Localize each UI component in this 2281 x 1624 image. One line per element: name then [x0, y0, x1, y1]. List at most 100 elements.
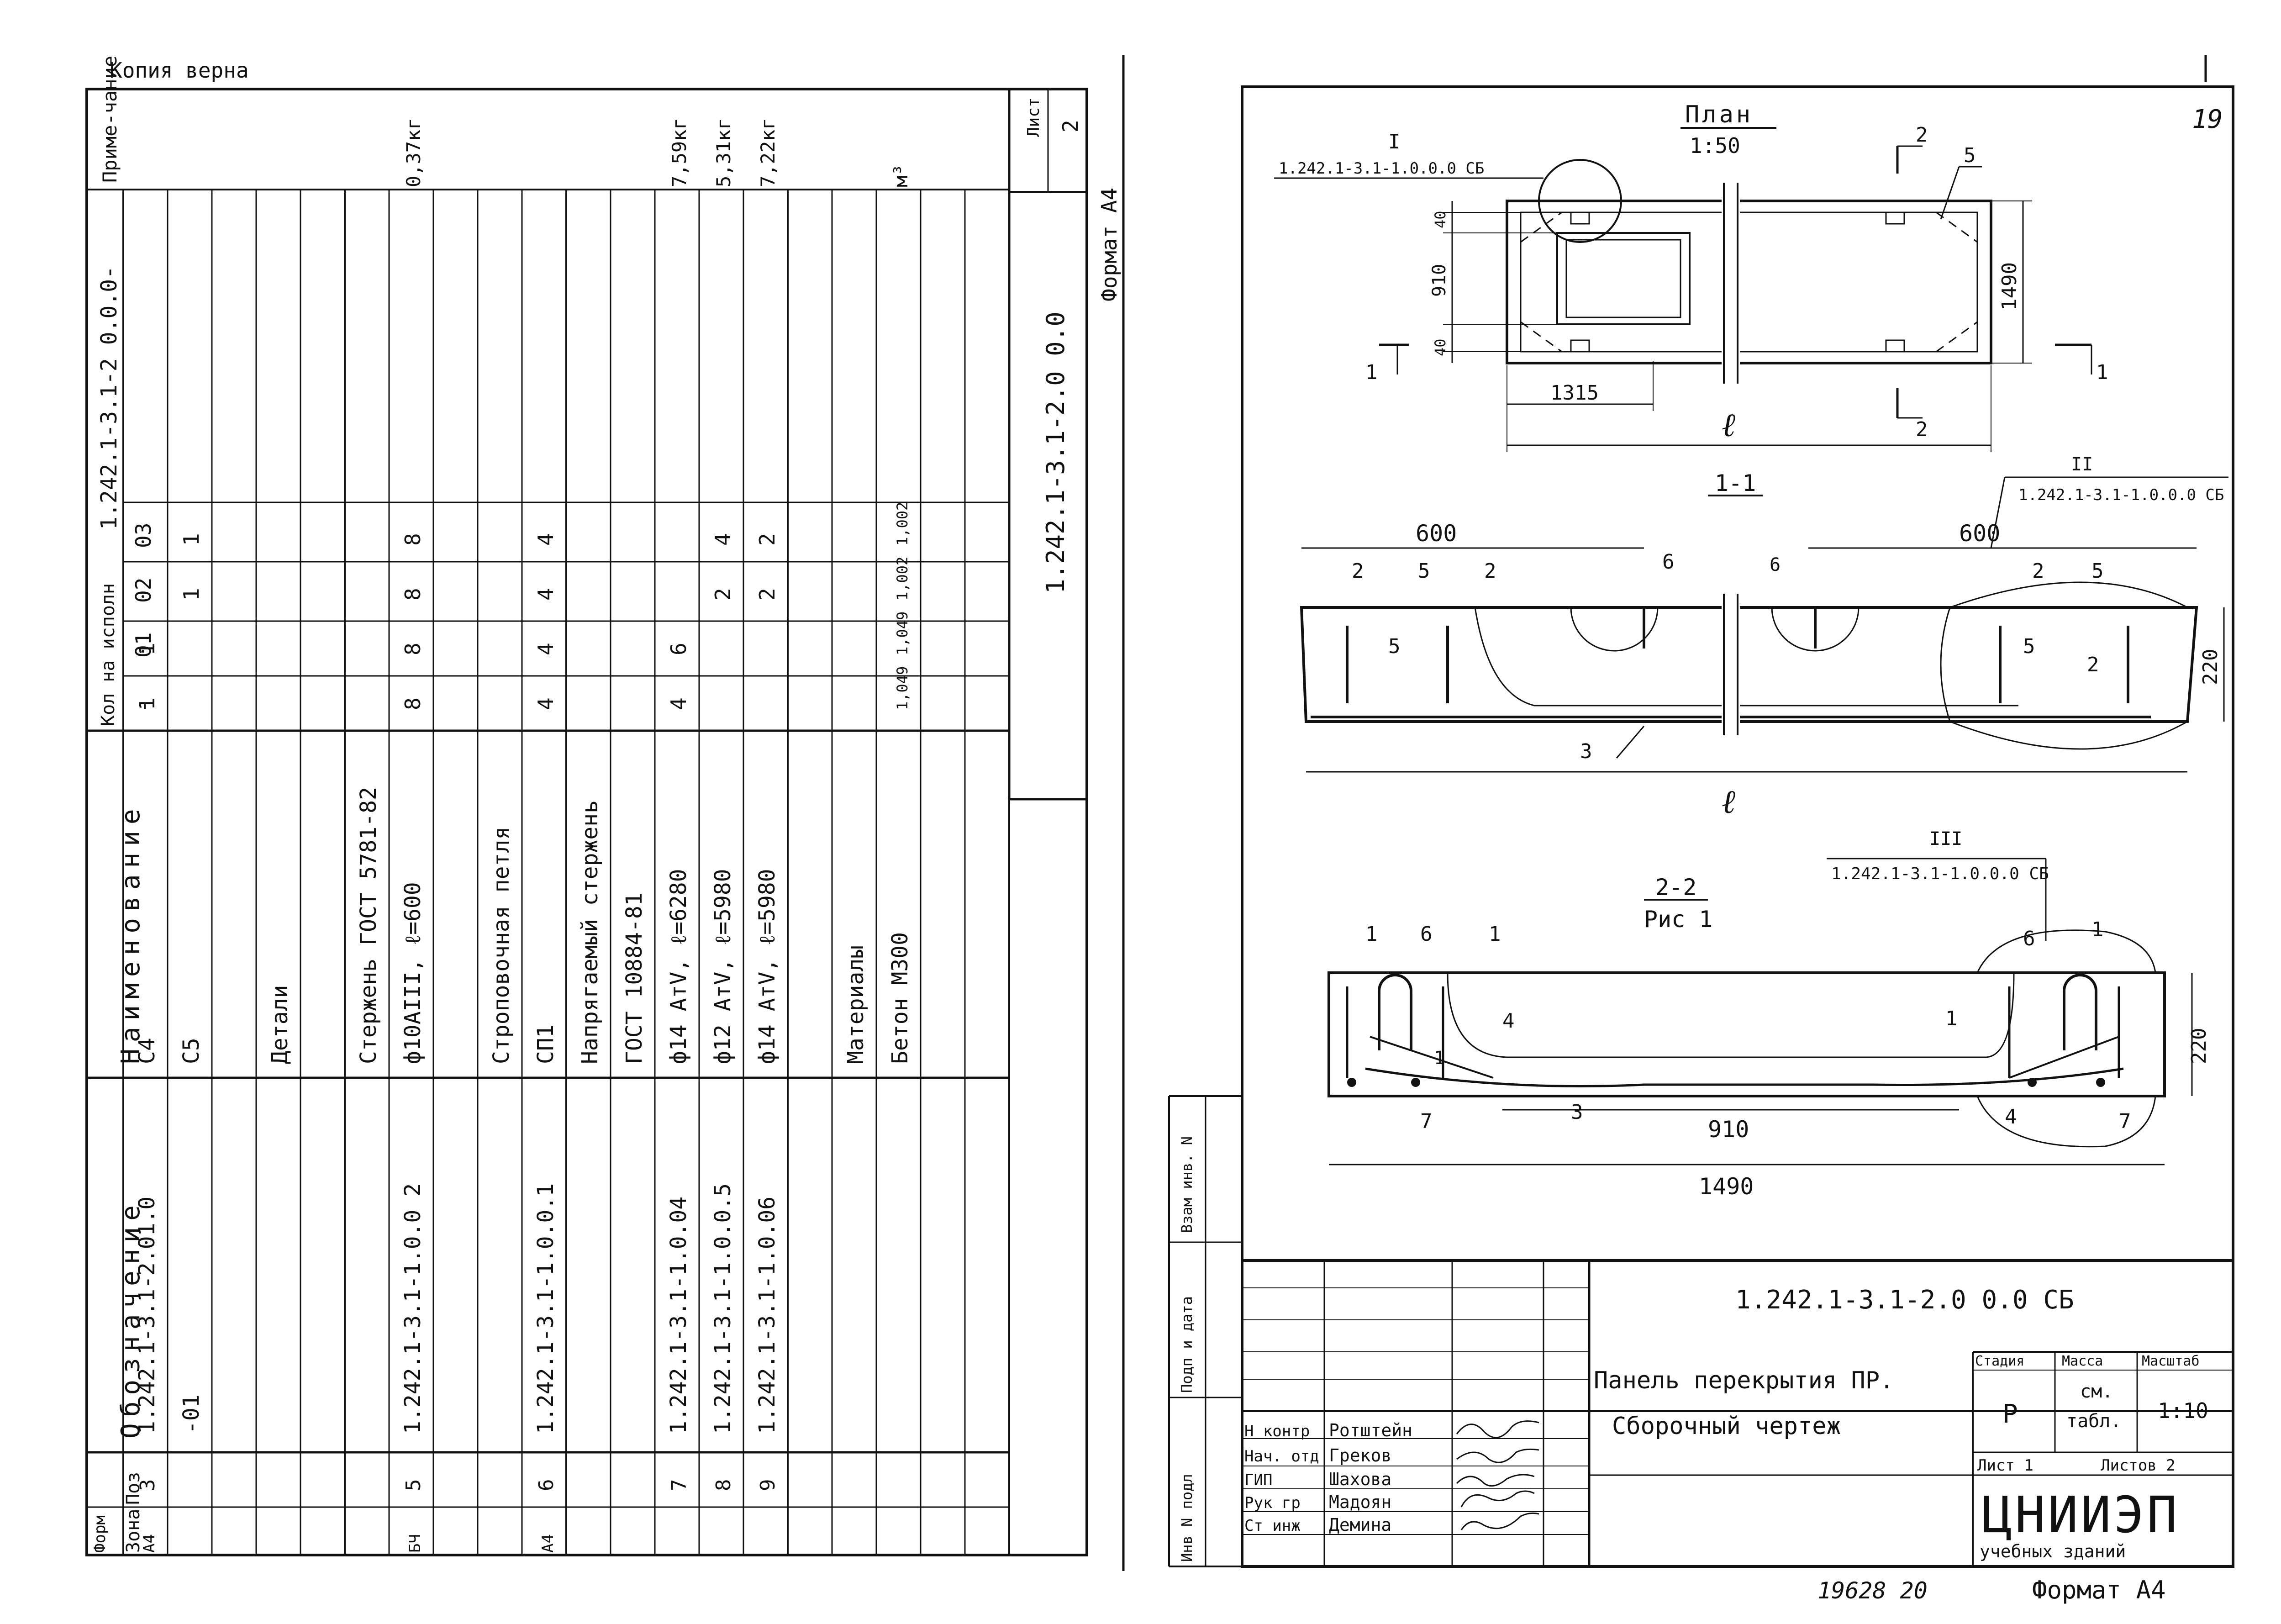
- row-pos: 8: [712, 1479, 735, 1492]
- plan-view: План 1:50 I 1.242.1-3.1-1.0.0.0 СБ: [1274, 101, 2108, 452]
- tb-stage-header: Стадия: [1975, 1353, 2024, 1369]
- sec22-dim-910: 910: [1708, 1116, 1749, 1143]
- header-pos: Поз: [123, 1472, 144, 1505]
- row-pos: 7: [668, 1479, 691, 1492]
- plan-outline: [1506, 200, 1992, 364]
- exec-2: 02: [131, 578, 156, 603]
- row-qty: 1,049: [894, 612, 911, 655]
- row-qty: 8: [400, 533, 425, 546]
- sec11-length: ℓ: [1722, 782, 1735, 821]
- bottom-number: 19628 20: [1817, 1577, 1928, 1604]
- sec22-pos-1d: 1: [1945, 1007, 1958, 1030]
- sec22-pos-3: 3: [1571, 1101, 1583, 1124]
- sheet-number: 2: [1058, 120, 1083, 132]
- exec-headers: - 01 02 03: [131, 523, 156, 712]
- tb-name-2: Сборочный чертеж: [1612, 1413, 1841, 1440]
- spec-row: Стержень ГОСТ 5781-82: [356, 787, 381, 1064]
- sec22-pos-1e: 1: [2091, 918, 2104, 941]
- header-zone: Зона: [123, 1509, 144, 1553]
- sec22-pos-4: 4: [1502, 1009, 1515, 1033]
- left-format: Формат А4: [1097, 188, 1122, 301]
- spec-table-frame: [85, 88, 1088, 1556]
- plan-ref-i: 1.242.1-3.1-1.0.0.0 СБ: [1279, 159, 1484, 178]
- side-label-1: Подп и дата: [1178, 1296, 1196, 1393]
- tb-org-2: учебных зданий: [1980, 1541, 2126, 1561]
- tb-role-3: Рук гр: [1244, 1494, 1301, 1512]
- row-form: БЧ: [406, 1534, 424, 1553]
- exec-1: 01: [131, 633, 156, 658]
- row-note: м³: [890, 164, 912, 187]
- sec11-title: 1-1: [1715, 470, 1756, 496]
- table-designation: 1.242.1-3.1-2 0.0.0-: [96, 266, 122, 530]
- row-designation: 1.242.1-3.1-2.01.0: [134, 1197, 160, 1434]
- tb-person-2: Шахова: [1329, 1469, 1391, 1489]
- row-pos: 9: [756, 1479, 780, 1492]
- row-name: Напрягаемый стержень: [577, 800, 603, 1064]
- row-name: С5: [179, 1038, 204, 1064]
- sec22-pos-1a: 1: [1365, 923, 1378, 946]
- header-note: Приме-чание: [99, 56, 121, 183]
- plan-ref-i-num: I: [1388, 130, 1401, 153]
- tb-person-4: Демина: [1329, 1515, 1391, 1535]
- side-code: 1.242.1-3.1-2.0 0.0: [1041, 311, 1070, 594]
- side-label-0: Инв N подл: [1178, 1474, 1196, 1562]
- right-format: Формат А4: [2032, 1576, 2166, 1604]
- sec22-outline: [1328, 971, 2166, 1097]
- sec11-pos-5c: 5: [2091, 559, 2104, 583]
- sec11-height-220: 220: [2199, 649, 2222, 685]
- row-pos: 3: [136, 1479, 159, 1492]
- row-note: 0,37кг: [402, 118, 425, 187]
- sec22-sub: Рис 1: [1644, 906, 1713, 933]
- row-designation: 1.242.1-3.1-1.0.0.5: [710, 1183, 736, 1434]
- row-name: Материалы: [843, 945, 869, 1064]
- spec-row: Строповочная петля: [489, 827, 514, 1064]
- tb-person-3: Мадоян: [1329, 1492, 1391, 1512]
- plan-scale: 1:50: [1690, 133, 1740, 158]
- row-form: А4: [539, 1534, 557, 1553]
- row-qty: 6: [666, 643, 691, 655]
- sec22-title: 2-2: [1655, 874, 1696, 901]
- spec-row: Напрягаемый стержень: [577, 800, 603, 1064]
- row-qty: 2: [711, 588, 735, 601]
- row-qty: 8: [400, 588, 425, 601]
- tb-org-1: ЦНИИЭП: [1982, 1486, 2180, 1544]
- row-qty: 4: [533, 588, 558, 601]
- row-qty: 2: [755, 533, 780, 546]
- spec-row: Детали: [267, 985, 293, 1064]
- tb-name-1: Панель перекрытия ПР.: [1594, 1367, 1894, 1394]
- sec22-pos-4b: 4: [2005, 1105, 2017, 1128]
- sec11-pos-2b: 2: [1484, 559, 1496, 583]
- row-name: ГОСТ 10884-81: [622, 892, 647, 1064]
- sec11-pos-2c: 2: [2032, 559, 2044, 583]
- spec-row: ГОСТ 10884-81: [622, 892, 647, 1064]
- tb-scale-header: Масштаб: [2142, 1353, 2199, 1369]
- exec-3: 03: [131, 523, 156, 548]
- sec11-pos-2d: 2: [2087, 653, 2099, 676]
- sec22-pos-1c: 1: [1434, 1048, 1445, 1069]
- header-designation: Обозначение: [116, 1199, 146, 1439]
- section-1-1: 1-1 II 1.242.1-3.1-1.0.0.0 СБ 600 600: [1300, 454, 2228, 821]
- sec11-ref-ii-num: II: [2071, 454, 2093, 475]
- row-note: 5,31кг: [712, 118, 735, 187]
- sec22-pos-7a: 7: [1420, 1110, 1433, 1133]
- tb-role-1: Нач. отд: [1244, 1447, 1319, 1466]
- plan-cut-1-right: 1: [2096, 361, 2108, 384]
- row-qty: 1,002: [894, 557, 911, 601]
- row-name: ф12 АтV, ℓ=5980: [710, 869, 736, 1064]
- plan-pos-5: 5: [1964, 144, 1976, 167]
- row-name: ф10АIII, ℓ=600: [400, 882, 426, 1064]
- sec11-pos-5a: 5: [1418, 559, 1430, 583]
- sec11-dim-600b: 600: [1959, 520, 2000, 547]
- row-pos: 5: [402, 1479, 425, 1492]
- sec11-dim-600a: 600: [1416, 520, 1457, 547]
- plan-dim-1490: 1490: [1998, 262, 2021, 311]
- tb-stage: Р: [2002, 1399, 2018, 1429]
- tb-role-2: ГИП: [1244, 1471, 1272, 1489]
